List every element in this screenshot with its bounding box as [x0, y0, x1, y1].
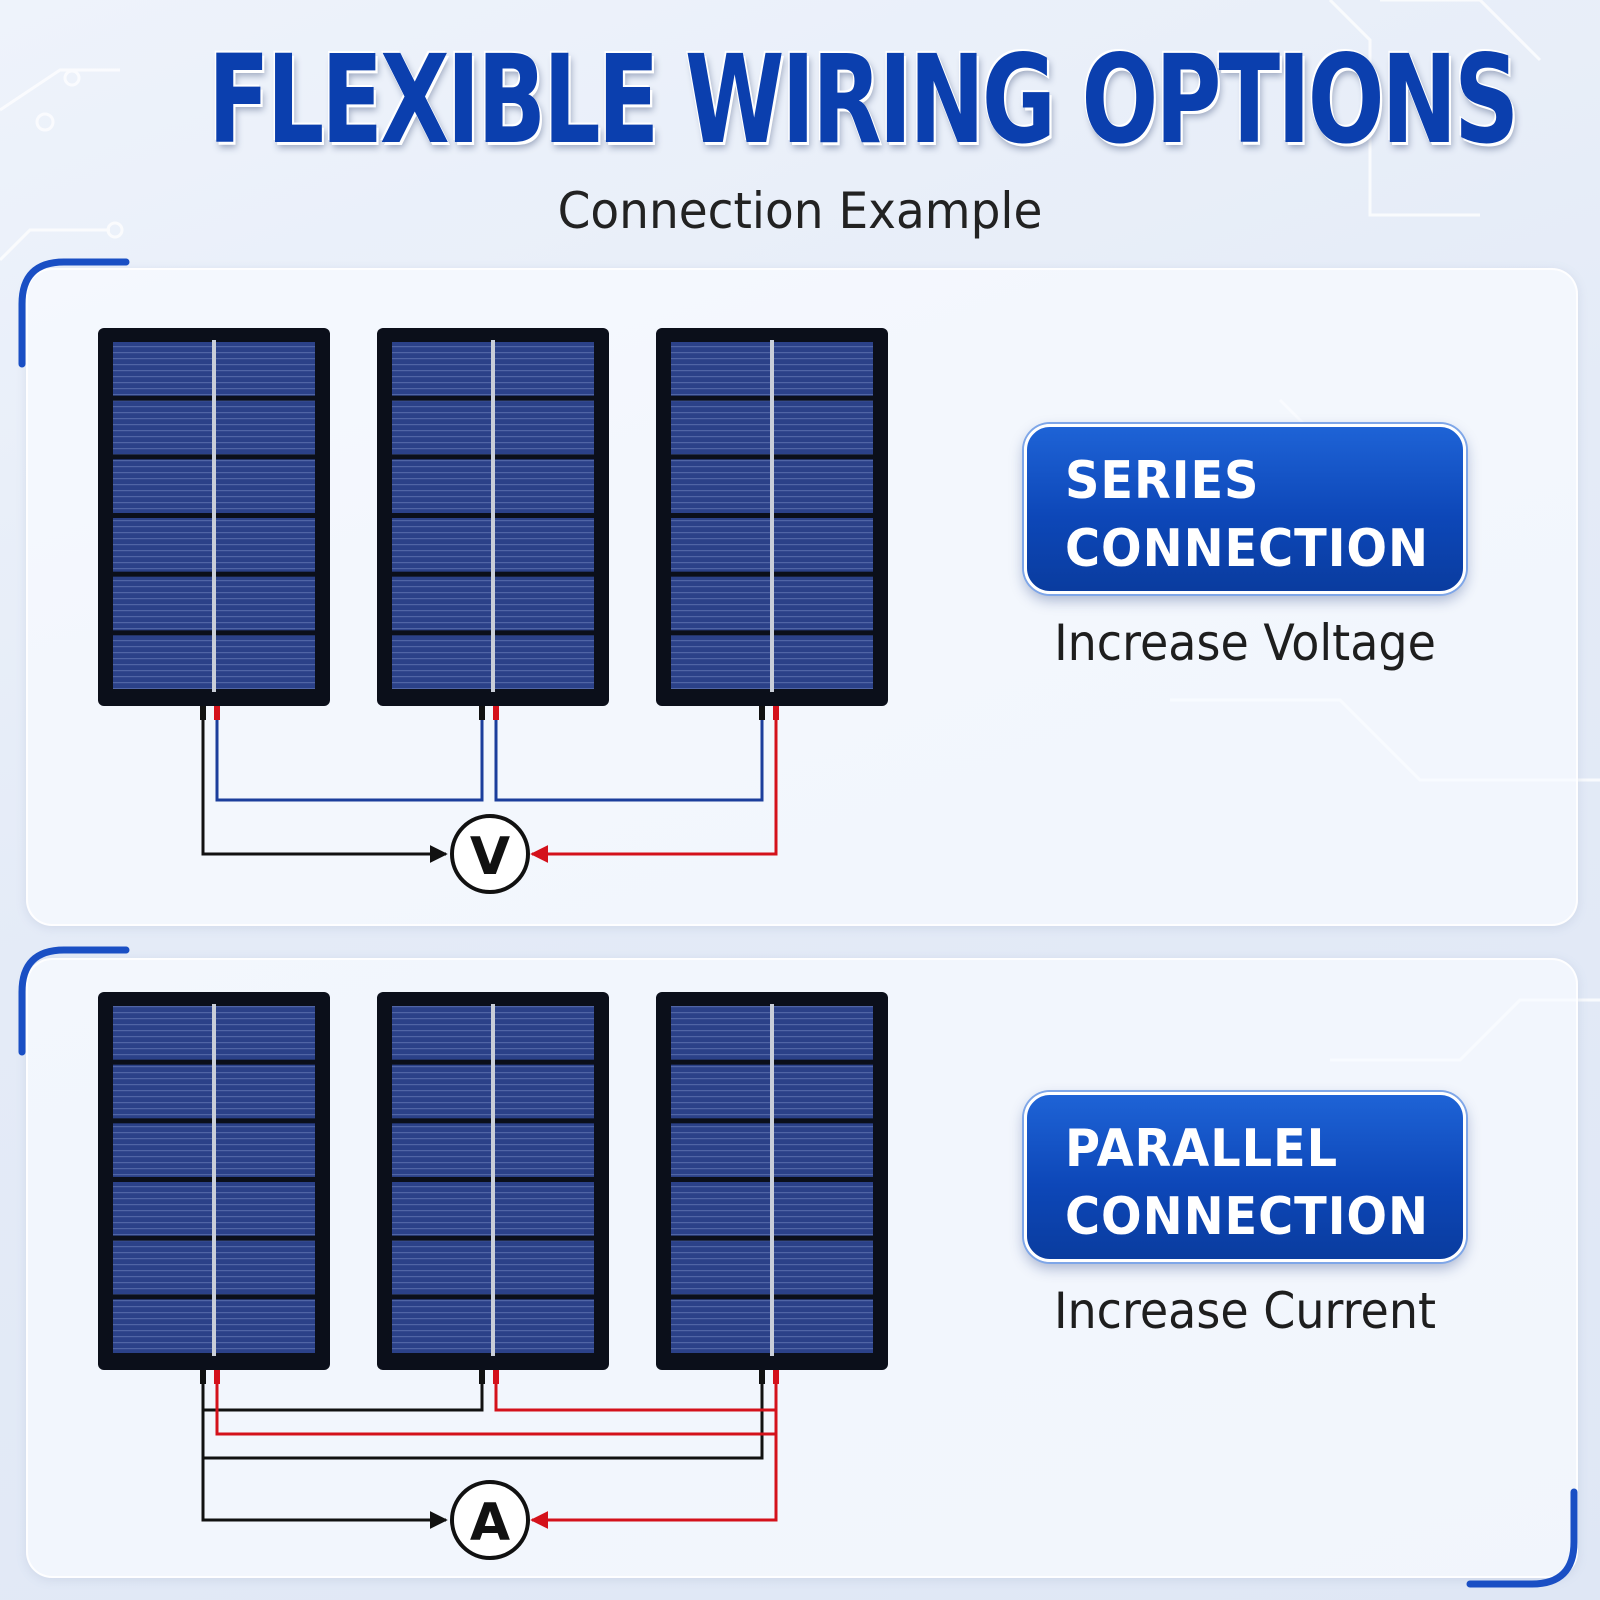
series-heading-line1: SERIES	[1065, 451, 1260, 511]
voltmeter-symbol: V	[470, 827, 510, 887]
series-link-wire	[215, 708, 484, 802]
parallel-heading-line2: CONNECTION	[1065, 1187, 1429, 1247]
parallel-wiring	[201, 1372, 778, 1529]
parallel-terminals	[200, 1370, 779, 1384]
series-negative-wire	[201, 708, 448, 863]
parallel-solar-panels	[98, 992, 888, 1370]
ammeter-symbol: A	[470, 1493, 510, 1553]
corner-accent-icon	[18, 258, 130, 368]
page-title: FLEXIBLE WIRING OPTIONS	[208, 29, 1519, 171]
corner-accent-icon	[1466, 1488, 1578, 1588]
parallel-description: Increase Current	[1053, 1282, 1437, 1340]
parallel-negative-wire	[203, 1372, 484, 1412]
solar-panel	[98, 992, 330, 1370]
series-wiring	[201, 708, 778, 863]
series-terminals	[200, 706, 779, 720]
solar-panel	[656, 328, 888, 706]
solar-panel	[656, 992, 888, 1370]
solar-panel	[377, 992, 609, 1370]
series-description: Increase Voltage	[1054, 614, 1436, 672]
corner-accent-icon	[18, 946, 130, 1056]
solar-panel	[98, 328, 330, 706]
parallel-positive-wire	[494, 1372, 776, 1412]
parallel-negative-wire	[201, 1372, 448, 1529]
parallel-heading-line1: PARALLEL	[1065, 1119, 1339, 1179]
parallel-positive-wire	[530, 1372, 778, 1529]
ammeter-icon: A	[450, 1480, 530, 1560]
voltmeter-icon: V	[450, 814, 530, 894]
series-connection-badge: SERIES CONNECTION	[1024, 424, 1466, 594]
page-subtitle: Connection Example	[557, 182, 1043, 240]
solar-panel	[377, 328, 609, 706]
series-heading-line2: CONNECTION	[1065, 519, 1429, 579]
parallel-connection-badge: PARALLEL CONNECTION	[1024, 1092, 1466, 1262]
parallel-negative-wire	[203, 1372, 764, 1460]
parallel-positive-wire	[215, 1372, 776, 1436]
series-positive-wire	[530, 708, 778, 863]
series-solar-panels	[98, 328, 888, 706]
series-link-wire	[494, 708, 764, 802]
